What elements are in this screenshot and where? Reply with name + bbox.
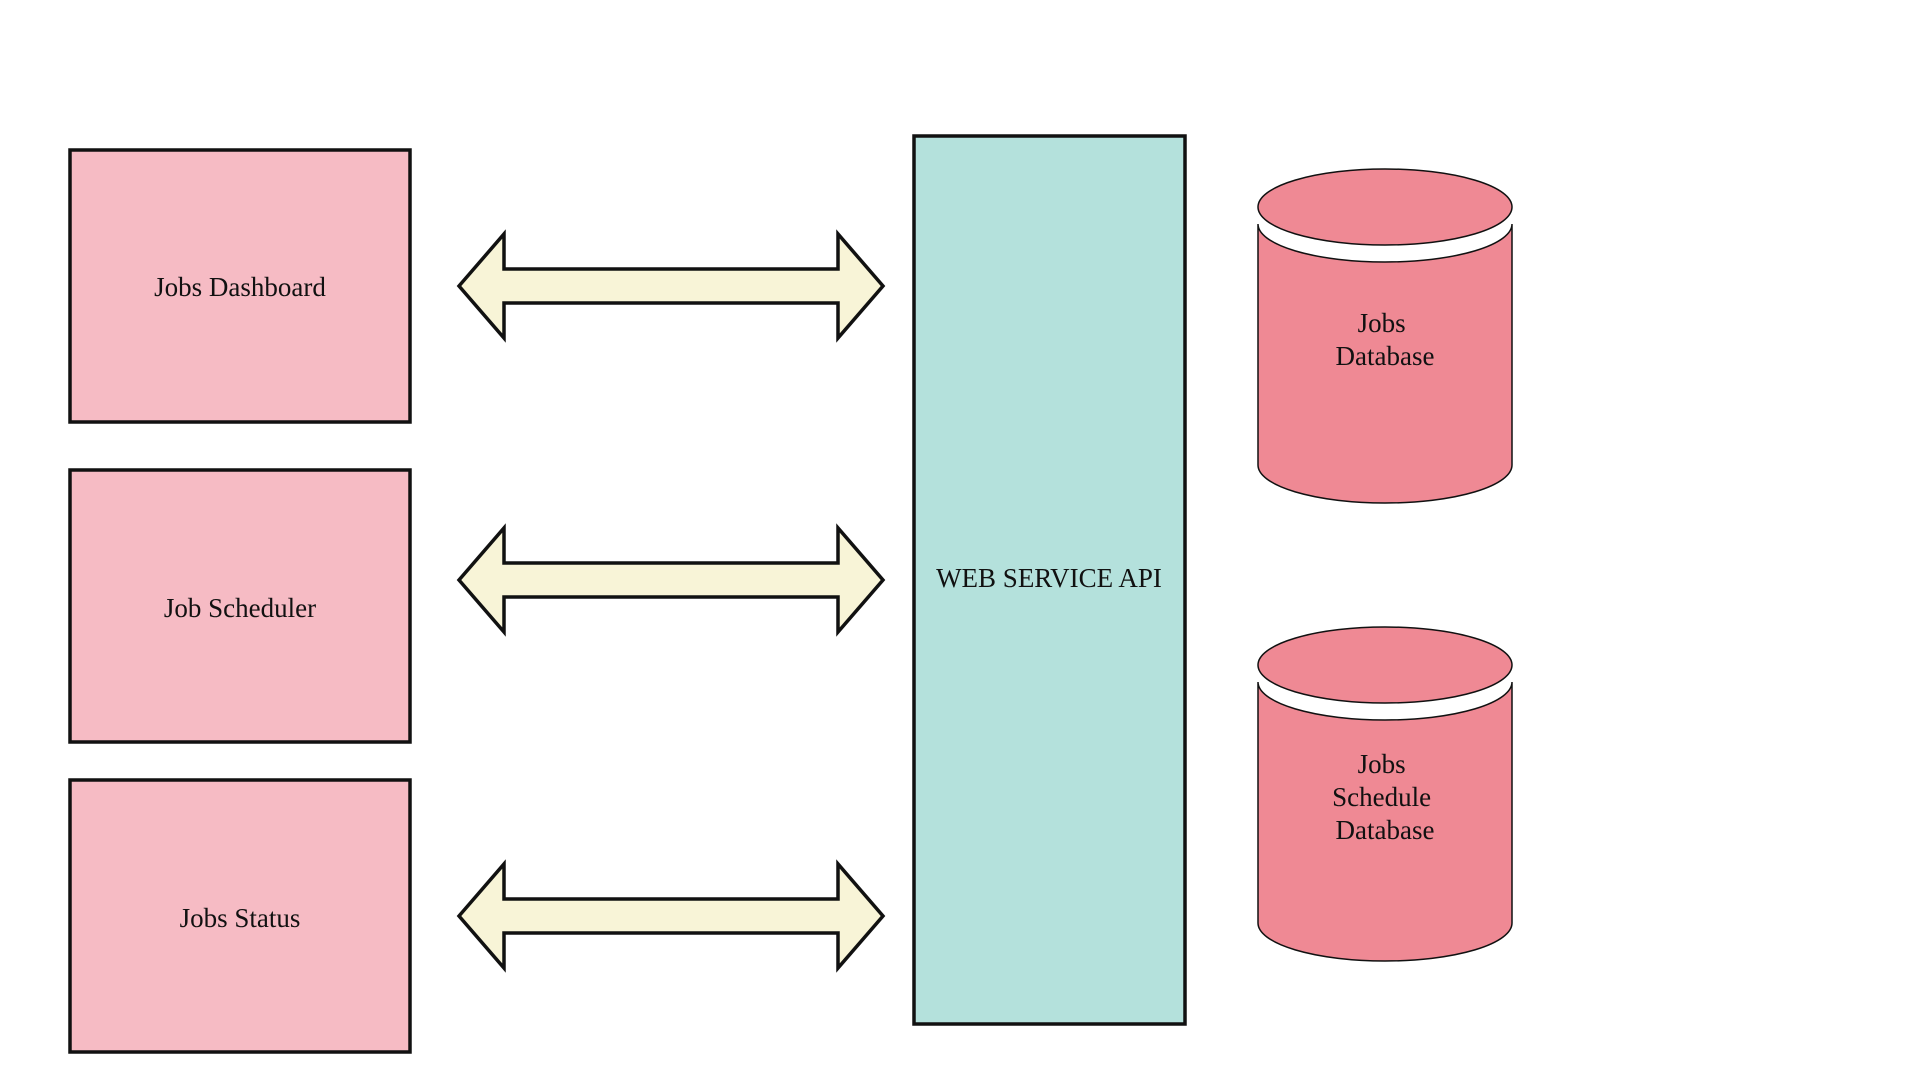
database-label: Jobs Database [1336, 308, 1435, 371]
client-label: Job Scheduler [164, 593, 316, 623]
client-label: Jobs Status [180, 903, 301, 933]
web-service-api-box[interactable]: WEB SERVICE API [912, 134, 1187, 1026]
client-label: Jobs Dashboard [154, 272, 326, 302]
client-box-jobs-dashboard[interactable]: Jobs Dashboard [68, 148, 412, 424]
api-label: WEB SERVICE API [936, 563, 1162, 593]
double-arrow-icon [456, 523, 886, 637]
double-arrow-icon [456, 859, 886, 973]
client-box-jobs-status[interactable]: Jobs Status [68, 778, 412, 1054]
double-arrow-icon [456, 229, 886, 343]
database-icon-jobs-database[interactable]: Jobs Database [1257, 168, 1513, 504]
database-label: Jobs Schedule Database [1332, 749, 1438, 845]
client-box-job-scheduler[interactable]: Job Scheduler [68, 468, 412, 744]
database-icon-jobs-schedule-database[interactable]: Jobs Schedule Database [1257, 626, 1513, 962]
